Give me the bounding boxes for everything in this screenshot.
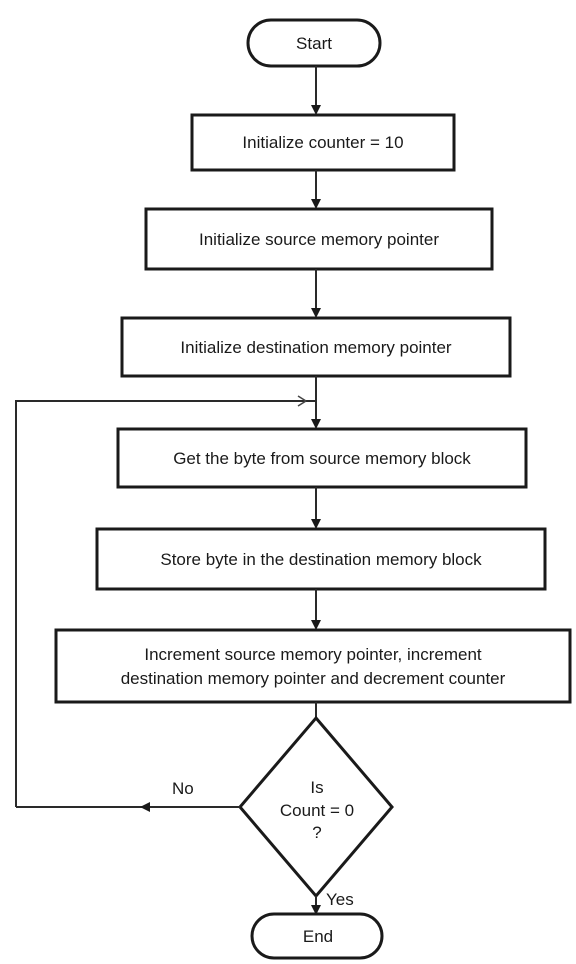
store-byte-box: Store byte in the destination memory blo… <box>95 527 547 591</box>
init-source-label: Initialize source memory pointer <box>199 230 439 249</box>
start-label: Start <box>296 34 332 53</box>
decision-diamond: Is Count = 0 ? <box>238 715 394 899</box>
get-byte-label: Get the byte from source memory block <box>173 449 471 468</box>
init-source-box: Initialize source memory pointer <box>144 207 494 271</box>
start-terminal: Start <box>246 18 382 68</box>
end-label: End <box>303 927 333 946</box>
end-terminal: End <box>250 912 384 960</box>
increment-box: Increment source memory pointer, increme… <box>54 628 572 704</box>
increment-label-line2: destination memory pointer and decrement… <box>121 669 506 688</box>
yes-label: Yes <box>326 890 354 909</box>
loop-back-line <box>15 400 316 807</box>
init-counter-box: Initialize counter = 10 <box>190 113 456 172</box>
decision-label-line3: ? <box>312 823 321 842</box>
decision-label-line1: Is <box>310 778 323 797</box>
init-dest-label: Initialize destination memory pointer <box>180 338 452 357</box>
init-dest-box: Initialize destination memory pointer <box>120 316 512 378</box>
loop-arrow-tick-top <box>297 395 307 402</box>
increment-label-line1: Increment source memory pointer, increme… <box>144 645 482 664</box>
no-branch-arrowhead <box>140 802 150 812</box>
loop-arrow-tick-bottom <box>297 400 307 407</box>
no-label: No <box>172 779 194 798</box>
store-byte-label: Store byte in the destination memory blo… <box>160 550 482 569</box>
get-byte-box: Get the byte from source memory block <box>116 427 528 489</box>
init-counter-label: Initialize counter = 10 <box>242 133 403 152</box>
decision-label-line2: Count = 0 <box>280 801 354 820</box>
